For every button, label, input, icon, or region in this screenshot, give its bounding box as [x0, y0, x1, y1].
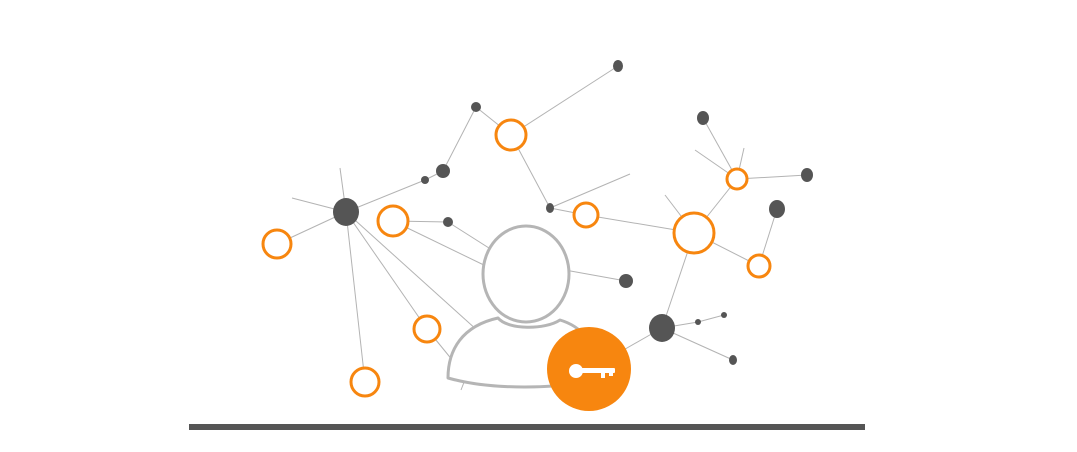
- orange-ring-node: [672, 211, 716, 255]
- baseline-bar: [189, 424, 865, 430]
- dark-node: [471, 102, 481, 112]
- orange-ring-node: [746, 253, 772, 279]
- dark-node: [443, 217, 453, 227]
- dark-node: [333, 198, 359, 226]
- dark-node: [697, 111, 709, 125]
- dark-node: [729, 355, 737, 365]
- orange-ring-node: [572, 201, 600, 229]
- network-edge: [564, 269, 627, 282]
- network-edge: [345, 211, 428, 330]
- orange-ring-node: [261, 228, 293, 260]
- network-edge: [392, 220, 491, 269]
- network-edge: [345, 179, 426, 213]
- network-edge: [345, 211, 489, 341]
- network-edge: [702, 117, 738, 180]
- key-badge: [547, 327, 631, 411]
- key-icon: [569, 364, 615, 378]
- dark-node: [721, 312, 727, 318]
- dark-node: [769, 200, 785, 218]
- orange-ring-node: [349, 366, 381, 398]
- network-edge: [549, 173, 631, 209]
- dark-node: [619, 274, 633, 288]
- dark-node: [421, 176, 429, 184]
- dark-node: [801, 168, 813, 182]
- network-edge: [697, 314, 725, 323]
- orange-ring-node: [412, 314, 442, 344]
- network-edge: [442, 106, 477, 172]
- user-head: [481, 224, 571, 324]
- orange-ring-node: [494, 118, 528, 152]
- network-edge: [736, 174, 808, 180]
- network-edge: [510, 65, 619, 136]
- dark-node: [649, 314, 675, 342]
- orange-ring-node: [376, 204, 410, 238]
- dark-node: [546, 203, 554, 213]
- dark-node: [613, 60, 623, 72]
- dark-node: [695, 319, 701, 325]
- dark-node: [436, 164, 450, 178]
- orange-ring-node: [725, 167, 749, 191]
- network-edge: [345, 211, 366, 383]
- network-nodes: [261, 60, 813, 398]
